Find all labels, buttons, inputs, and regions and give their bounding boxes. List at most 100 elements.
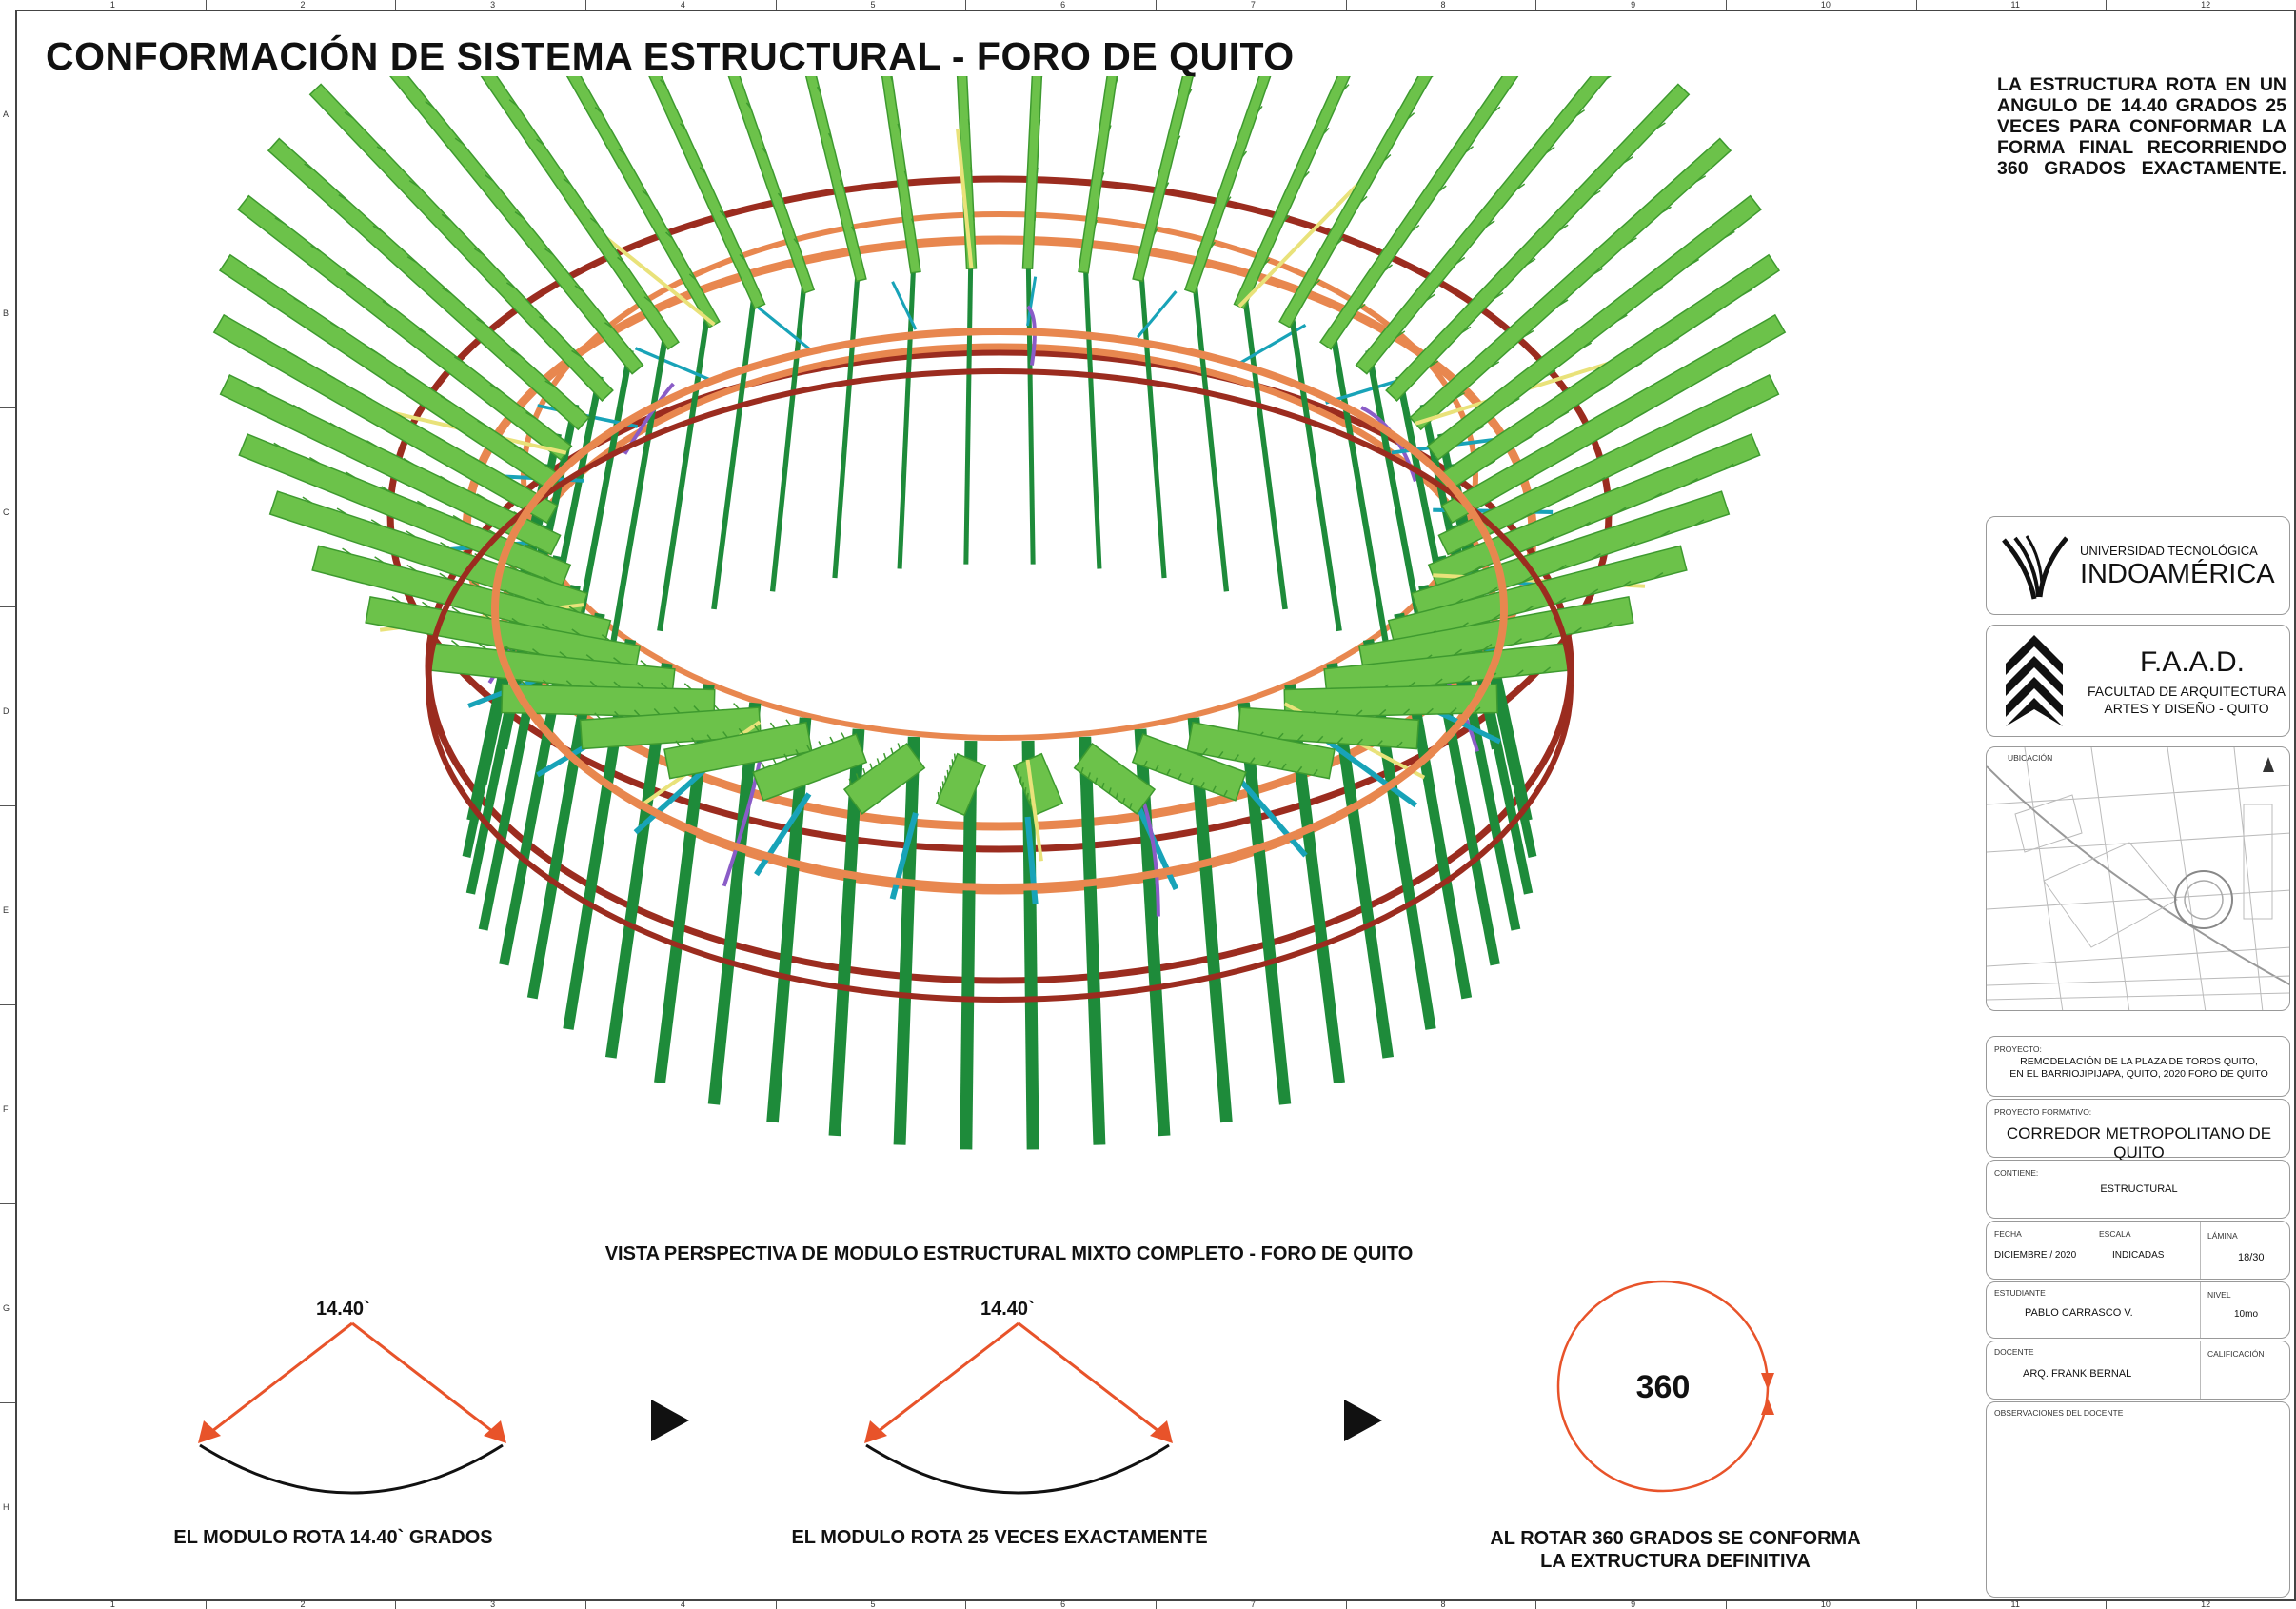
faculty-name: FACULTAD DE ARQUITECTURA ARTES Y DISEÑO … xyxy=(2082,683,2291,717)
rib-step xyxy=(453,356,465,364)
rib-step xyxy=(806,745,811,752)
rib-step xyxy=(601,634,611,642)
rib-step xyxy=(1200,782,1205,788)
ruler-tick xyxy=(0,1203,15,1204)
rib-step xyxy=(1265,760,1272,767)
grandstand-rib xyxy=(565,76,721,328)
rib-step xyxy=(1100,172,1105,179)
rib-step xyxy=(1155,765,1159,771)
rib-step xyxy=(946,769,949,776)
rib-step xyxy=(1521,575,1533,584)
rib-step xyxy=(713,704,720,711)
rib-step xyxy=(325,371,336,380)
rib-step xyxy=(1210,241,1216,248)
rib-step xyxy=(1303,170,1310,178)
rib-step xyxy=(1525,474,1536,482)
ring-beam xyxy=(521,211,1478,741)
rib-step xyxy=(876,758,881,765)
rib-step xyxy=(1724,230,1735,238)
rib-step xyxy=(508,99,518,107)
rib-step xyxy=(1661,206,1672,213)
steel-brace xyxy=(1237,777,1308,858)
ruler-tick xyxy=(1726,1599,1727,1609)
arc xyxy=(865,1443,1170,1495)
title-block: UNIVERSIDAD TECNOLÓGICA INDOAMÉRICA F.A.… xyxy=(1986,516,2296,1599)
column xyxy=(657,305,712,632)
column xyxy=(607,326,670,657)
rib-step xyxy=(408,179,419,188)
column xyxy=(1237,702,1292,1105)
rib-step xyxy=(440,395,451,403)
rib-step xyxy=(970,167,973,173)
north-arrow-icon xyxy=(2263,757,2274,772)
rib-step xyxy=(372,225,384,232)
rib-step xyxy=(1029,798,1032,804)
rib-step xyxy=(890,76,894,83)
rib-step xyxy=(594,106,603,114)
rib-step xyxy=(1108,125,1112,131)
rib-step xyxy=(1189,777,1194,785)
rib-step xyxy=(1705,312,1716,321)
location-map xyxy=(1987,747,2289,1010)
rib-step xyxy=(691,737,697,745)
rib-step xyxy=(571,628,581,636)
ruler-tick xyxy=(1535,1599,1537,1609)
rib-step xyxy=(1395,741,1403,748)
ruler-tick xyxy=(1726,0,1727,10)
rib-step xyxy=(1249,757,1256,765)
rib-step xyxy=(338,194,348,202)
ruler-column-label: 1 xyxy=(109,1599,115,1609)
sheet-title: CONFORMACIÓN DE SISTEMA ESTRUCTURAL - FO… xyxy=(46,34,1295,78)
rib-step xyxy=(1544,535,1555,544)
rib-step xyxy=(1557,494,1569,502)
rib-step xyxy=(1115,792,1119,800)
rib-step xyxy=(310,245,322,252)
ruler-tick xyxy=(965,1599,967,1609)
rib-step xyxy=(1313,279,1321,287)
rib-step xyxy=(293,297,305,305)
divider xyxy=(2200,1282,2201,1338)
angle-label-2: 14.40` xyxy=(980,1299,1035,1320)
rib-step xyxy=(643,296,653,304)
university-name-line1: UNIVERSIDAD TECNOLÓGICA xyxy=(2080,544,2258,558)
rib-step xyxy=(536,138,544,146)
rib-step xyxy=(1636,410,1648,418)
rib-step xyxy=(1153,228,1158,235)
rib-step xyxy=(613,657,622,665)
column xyxy=(1021,740,1039,1150)
ruler-tick xyxy=(1156,1599,1157,1609)
rib-step xyxy=(1589,588,1599,596)
column xyxy=(963,248,974,565)
rib-step xyxy=(1616,314,1628,322)
rib-step xyxy=(274,217,286,225)
ruler-tick xyxy=(585,1599,586,1609)
ruler-row-label: G xyxy=(3,1302,10,1313)
rib-step xyxy=(848,778,852,785)
level-label: NIVEL xyxy=(2207,1290,2231,1300)
rib-step xyxy=(722,731,728,738)
rib-step xyxy=(391,595,401,604)
rib-step xyxy=(869,763,873,770)
faculty-line2: ARTES Y DISEÑO - QUITO xyxy=(2104,701,2269,716)
ruler-column-label: 6 xyxy=(1060,0,1066,10)
truss-member xyxy=(1025,759,1043,862)
ruler-column-label: 6 xyxy=(1060,1599,1066,1609)
rib-step xyxy=(604,322,614,329)
rib-step xyxy=(435,435,446,443)
rib-step xyxy=(366,440,378,447)
rib-step xyxy=(855,773,860,780)
rib-step xyxy=(568,606,579,613)
rib-step xyxy=(1558,224,1569,231)
arrow-right xyxy=(1018,1321,1168,1440)
rib-step xyxy=(1202,747,1208,755)
ruler-column-label: 2 xyxy=(300,0,306,10)
grandstand-rib xyxy=(1073,743,1157,815)
rib-step xyxy=(965,76,968,77)
rib-step xyxy=(1316,735,1324,743)
rib-step xyxy=(699,167,706,174)
rib-step xyxy=(292,404,304,412)
faculty-logo-icon xyxy=(2006,635,2063,726)
rib-step xyxy=(1426,293,1435,301)
rib-step xyxy=(1558,410,1570,419)
